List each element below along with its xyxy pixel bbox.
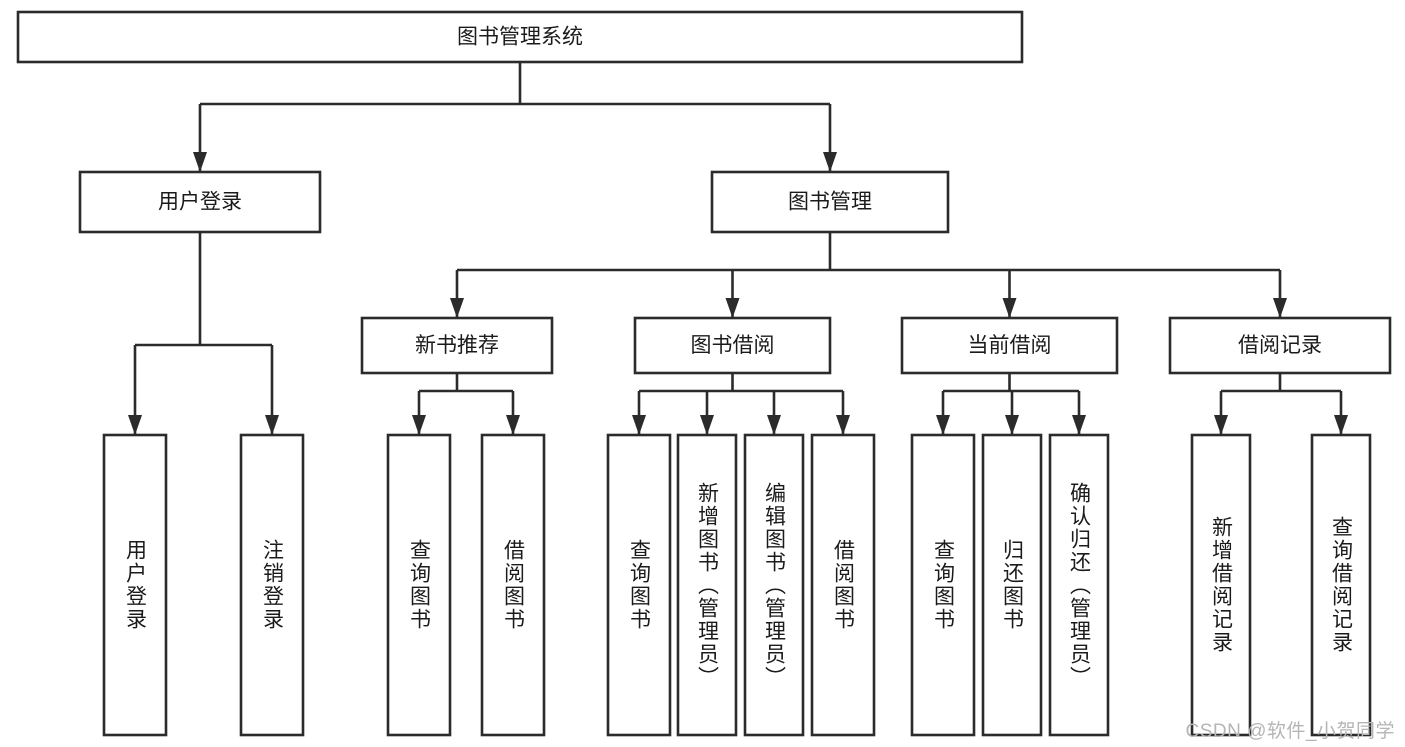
arrow-head <box>725 298 740 318</box>
leaf-leaf-edit-book <box>743 433 805 737</box>
node-user-login[interactable]: 用户登录 <box>78 170 322 234</box>
node-label: 用户登录 <box>158 191 242 214</box>
node-box[interactable] <box>633 316 832 375</box>
arrow-head <box>936 415 950 435</box>
arrow-head <box>1214 415 1228 435</box>
edge-group-root <box>193 62 837 172</box>
leaf-box[interactable] <box>676 433 738 737</box>
node-box[interactable] <box>900 316 1119 375</box>
arrow-head <box>1002 298 1017 318</box>
leaf-leaf-confirm-return <box>1048 433 1110 737</box>
node-box[interactable] <box>360 316 554 375</box>
node-borrow-record[interactable]: 借阅记录 <box>1168 316 1392 375</box>
arrow-head <box>506 415 520 435</box>
leaf-leaf-return-book <box>981 433 1043 737</box>
leaf-box[interactable] <box>102 433 168 737</box>
edge-group-borrow-record <box>1214 373 1348 435</box>
leaf-box[interactable] <box>981 433 1043 737</box>
arrow-head <box>412 415 426 435</box>
node-box[interactable] <box>16 10 1024 64</box>
leaf-leaf-query-book-cur <box>910 433 976 737</box>
leaf-box[interactable] <box>386 433 452 737</box>
node-book-borrow[interactable]: 图书借阅 <box>633 316 832 375</box>
arrow-head <box>767 415 781 435</box>
edge-group-user-login <box>128 232 279 435</box>
node-root[interactable]: 图书管理系统 <box>16 10 1024 64</box>
leaf-box[interactable] <box>606 433 672 737</box>
leaf-box[interactable] <box>1190 433 1252 737</box>
leaf-leaf-query-book-borrow <box>606 433 672 737</box>
watermark: CSDN @软件_小贺同学 <box>1185 721 1395 742</box>
node-label: 图书管理系统 <box>457 26 583 49</box>
node-current-borrow[interactable]: 当前借阅 <box>900 316 1119 375</box>
leaf-leaf-borrow-book <box>810 433 876 737</box>
leaf-box[interactable] <box>743 433 805 737</box>
node-label: 当前借阅 <box>968 334 1052 357</box>
leaf-leaf-query-book-rec <box>386 433 452 737</box>
leaf-leaf-user-login <box>102 433 168 737</box>
node-new-book-rec[interactable]: 新书推荐 <box>360 316 554 375</box>
arrow-head <box>1273 298 1287 318</box>
node-box[interactable] <box>1168 316 1392 375</box>
leaf-box[interactable] <box>239 433 305 737</box>
edge-group-new-book-rec <box>412 373 520 435</box>
arrow-head <box>836 415 850 435</box>
connectors-layer <box>128 62 1348 435</box>
edge-group-current-borrow <box>936 373 1086 435</box>
node-label: 图书管理 <box>788 191 872 214</box>
arrow-head <box>128 415 142 435</box>
leaf-leaf-logout <box>239 433 305 737</box>
node-box[interactable] <box>78 170 322 234</box>
arrow-head <box>823 152 837 172</box>
arrow-head <box>700 415 714 435</box>
arrow-head <box>632 415 646 435</box>
node-book-manage[interactable]: 图书管理 <box>710 170 950 234</box>
node-box[interactable] <box>710 170 950 234</box>
leaf-leaf-query-record <box>1310 433 1372 737</box>
leaf-box[interactable] <box>1310 433 1372 737</box>
arrow-head <box>1005 415 1019 435</box>
leaf-box[interactable] <box>810 433 876 737</box>
edge-group-book-borrow <box>632 373 850 435</box>
leaf-box[interactable] <box>480 433 546 737</box>
node-label: 借阅记录 <box>1238 334 1322 357</box>
arrow-head <box>1072 415 1086 435</box>
arrow-head <box>193 152 207 172</box>
arrow-head <box>1334 415 1348 435</box>
arrow-head <box>265 415 279 435</box>
leaf-leaf-add-record <box>1190 433 1252 737</box>
arrow-head <box>450 298 464 318</box>
node-label: 图书借阅 <box>691 334 775 357</box>
node-label: 新书推荐 <box>415 334 499 357</box>
leaf-box[interactable] <box>910 433 976 737</box>
leaf-leaf-add-book <box>676 433 738 737</box>
edge-group-book-manage <box>450 232 1287 318</box>
leaf-leaf-borrow-book-rec <box>480 433 546 737</box>
leaf-box[interactable] <box>1048 433 1110 737</box>
